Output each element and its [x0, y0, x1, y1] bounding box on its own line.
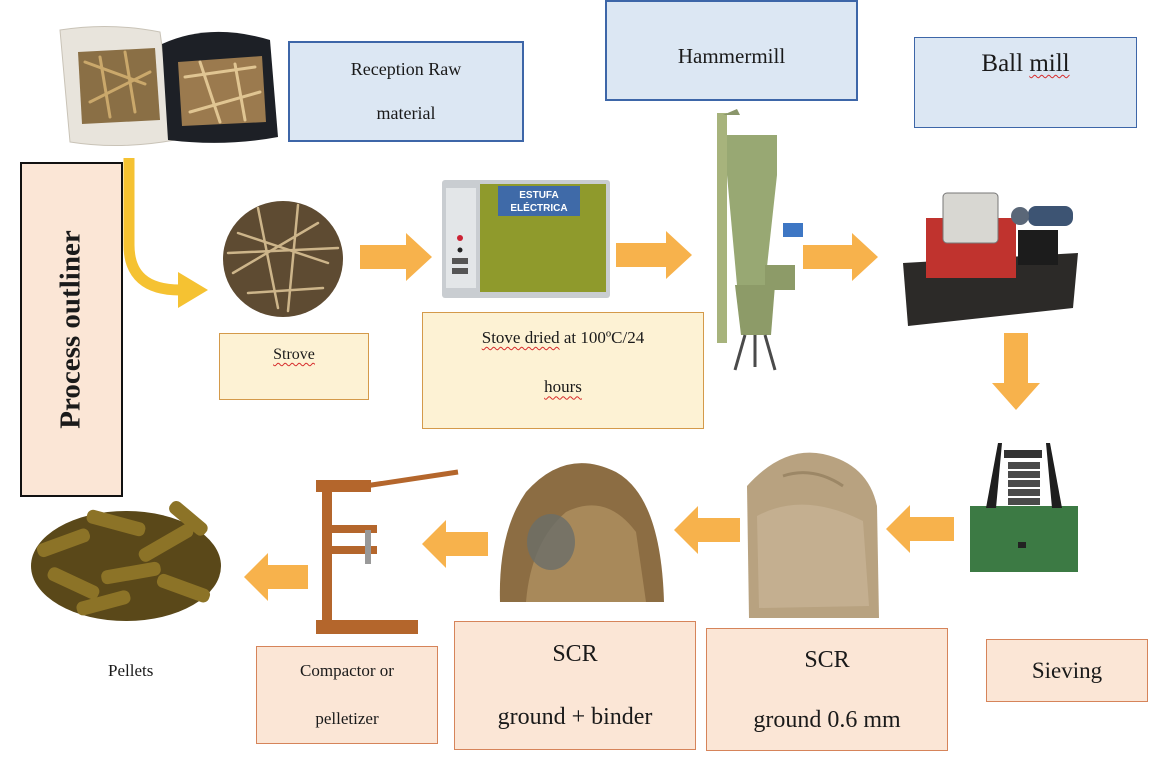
arrow-oven-to-hammermill: [616, 231, 692, 279]
pellets-label: Pellets: [108, 661, 154, 680]
arrow-sieve-to-powder: [886, 505, 954, 553]
scr-binder-box: SCR ground + binder: [454, 621, 696, 750]
raw-material-bags-image: [59, 25, 278, 147]
reception-raw-material-box: Reception Raw material: [288, 41, 524, 142]
strove-box: Strove: [219, 333, 369, 400]
hammermill-box: Hammermill: [605, 0, 858, 101]
arrow-strove-to-oven: [360, 233, 432, 281]
process-outliner-label: Process outliner: [55, 230, 87, 429]
hammermill-image: [717, 109, 803, 371]
oven-brand-line1: ESTUFA: [519, 190, 558, 201]
arrow-binder-to-pelletizer: [422, 520, 488, 568]
curved-arrow: [123, 158, 181, 296]
sieve-shaker-image: [970, 443, 1078, 572]
reception-label-line2: material: [376, 102, 436, 123]
electric-oven-image: ESTUFA ELÉCTRICA: [442, 180, 610, 298]
sieving-label: Sieving: [1031, 657, 1103, 683]
arrow-ballmill-to-sieve: [992, 333, 1040, 410]
stove-temp-label: at 100ºC/24: [559, 328, 645, 347]
ball-label: Ball: [981, 50, 1024, 77]
compactor-label-line1: Compactor or: [300, 661, 394, 681]
strove-image: [223, 201, 343, 317]
stove-dried-box: Stove dried at 100ºC/24 hours: [422, 312, 704, 429]
scr-binder-label-line1: SCR: [552, 641, 598, 668]
oven-brand-line2: ELÉCTRICA: [510, 201, 567, 214]
strove-label: Strove: [273, 346, 315, 363]
scr-powder-image: [747, 452, 879, 618]
sieving-box: Sieving: [986, 639, 1148, 702]
scr-binder-label-line2: ground + binder: [497, 703, 653, 730]
pellets-image: [31, 500, 221, 621]
process-outliner-box: Process outliner: [20, 162, 123, 497]
mill-label: mill: [1029, 50, 1070, 77]
ball-mill-image: [903, 192, 1078, 326]
reception-label-line1: Reception Raw: [350, 59, 462, 80]
stove-hours-label: hours: [544, 377, 582, 397]
compactor-label-line2: pelletizer: [315, 709, 379, 728]
pelletizer-image: [316, 469, 459, 634]
arrow-pelletizer-to-pellets: [244, 553, 308, 601]
arrow-powder-to-binder: [674, 506, 740, 554]
arrow-hammermill-to-ballmill: [803, 233, 878, 281]
scr-06-label-line1: SCR: [804, 646, 850, 673]
hammermill-label: Hammermill: [677, 44, 786, 68]
compactor-box: Compactor or pelletizer: [256, 646, 438, 744]
curved-arrow-head: [178, 272, 208, 308]
scr-binder-image: [499, 463, 664, 602]
stove-dried-label: Stove dried: [481, 328, 560, 347]
scr-ground-06-box: SCR ground 0.6 mm: [706, 628, 948, 751]
ball-mill-box: Ball mill: [914, 37, 1137, 128]
scr-06-label-line2: ground 0.6 mm: [753, 706, 901, 733]
